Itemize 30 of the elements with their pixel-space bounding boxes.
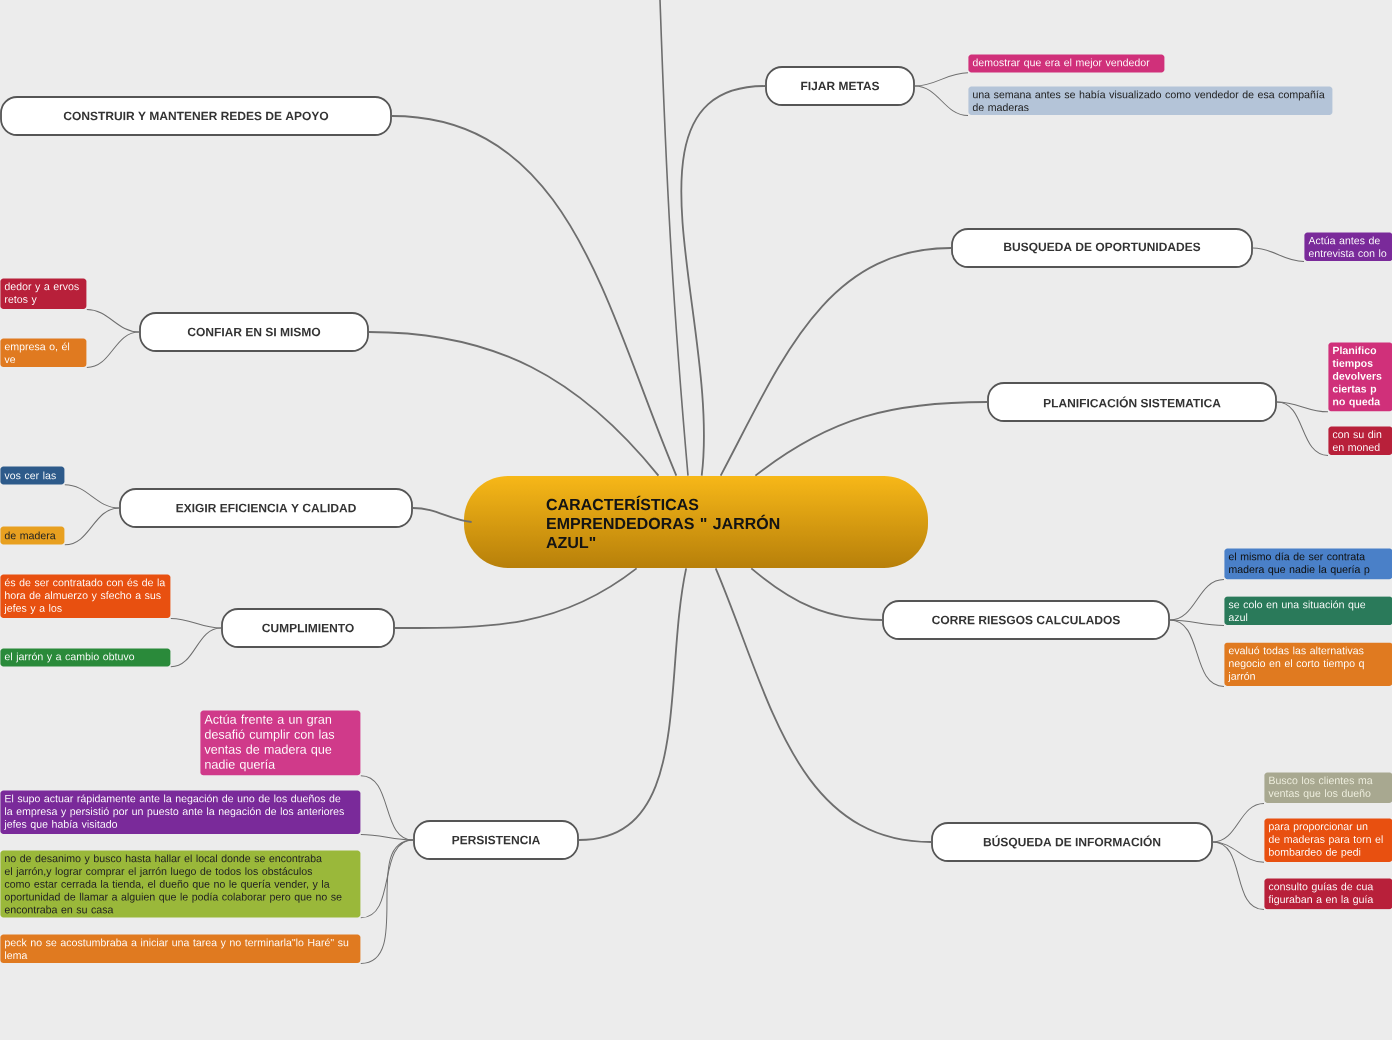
connector	[86, 308, 140, 333]
connector	[714, 567, 932, 843]
connector	[1169, 619, 1225, 626]
connector	[170, 627, 222, 668]
connector	[1212, 841, 1265, 911]
connector	[1276, 401, 1329, 413]
connector	[86, 331, 140, 368]
connector	[1212, 803, 1265, 843]
connector	[914, 85, 969, 116]
connector	[360, 833, 414, 841]
connector	[360, 775, 414, 841]
connector	[394, 567, 638, 629]
central-topic: CARACTERÍSTICAS EMPRENDEDORAS " JARRÓN AZUL"	[546, 495, 780, 549]
connector	[750, 567, 883, 621]
connector	[368, 331, 660, 477]
connector	[170, 617, 222, 629]
connector	[719, 247, 952, 477]
connector	[914, 72, 969, 87]
connector	[754, 401, 988, 477]
connector	[64, 507, 120, 546]
connector	[64, 484, 120, 509]
connector	[391, 115, 678, 477]
connector	[360, 839, 414, 964]
connector	[412, 507, 473, 523]
connector	[1169, 619, 1225, 687]
connector	[680, 85, 766, 477]
connector	[1169, 579, 1225, 621]
connector	[1252, 247, 1305, 262]
connector	[578, 567, 688, 841]
connector	[1276, 401, 1329, 456]
